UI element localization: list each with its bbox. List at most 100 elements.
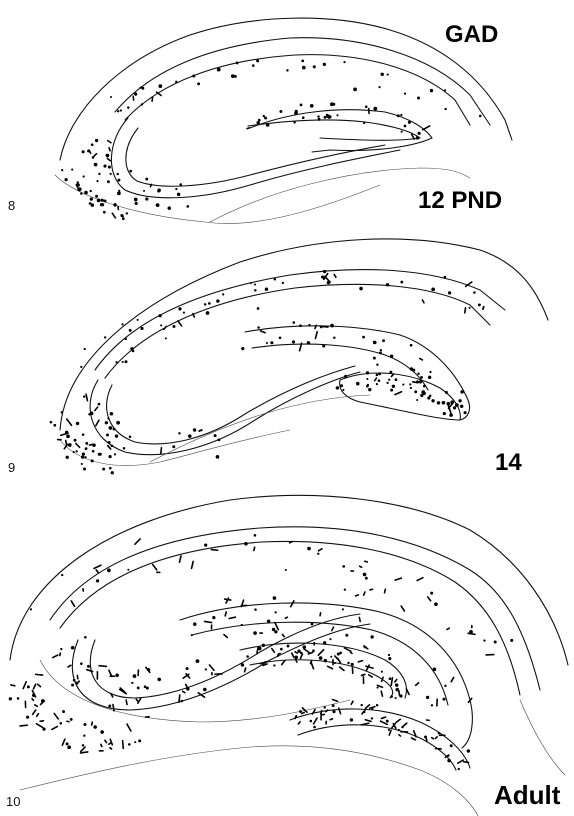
stained-cell	[302, 116, 305, 119]
stained-cell	[115, 361, 117, 363]
stained-cell	[157, 678, 161, 682]
stained-cell	[128, 743, 131, 746]
stained-cell	[225, 599, 231, 600]
stained-cell	[329, 638, 331, 640]
stained-cell	[40, 721, 43, 722]
stained-cell	[413, 382, 417, 383]
stained-cell	[38, 684, 41, 686]
stained-cell	[411, 738, 415, 740]
stained-cell	[300, 654, 302, 659]
stained-cell	[290, 542, 293, 543]
stained-cell	[76, 422, 79, 425]
stained-cell	[54, 713, 58, 719]
stained-cell	[366, 371, 369, 374]
stained-cell	[332, 710, 335, 713]
stained-cell	[66, 456, 69, 459]
stained-cell	[388, 729, 390, 731]
stained-cell	[200, 429, 202, 431]
stained-cell	[62, 710, 65, 713]
stained-cell	[103, 211, 106, 214]
stained-cell	[81, 747, 85, 751]
stained-cell	[445, 391, 448, 394]
stained-cell	[388, 379, 390, 381]
stained-cell	[108, 165, 111, 168]
stained-cell	[371, 707, 373, 709]
stained-cell	[302, 712, 304, 713]
stained-cell	[285, 569, 287, 571]
stained-cell	[9, 697, 12, 700]
stained-cell	[330, 719, 333, 720]
stained-cell	[216, 455, 220, 459]
stained-cell	[95, 139, 98, 142]
stained-cell	[61, 169, 63, 171]
stained-cell	[397, 114, 400, 117]
stained-cell	[204, 303, 207, 306]
panel-10-age-label: Adult	[494, 780, 561, 810]
stained-cell	[279, 110, 282, 113]
stained-cell	[447, 755, 449, 757]
stained-cell	[78, 680, 80, 682]
stained-cell	[71, 601, 74, 606]
stained-cell	[254, 534, 257, 537]
stained-cell	[365, 105, 368, 108]
stained-cell	[340, 384, 343, 387]
stained-cell	[420, 376, 423, 379]
panel-10-base-line	[20, 746, 478, 816]
stained-cell	[129, 436, 132, 439]
stained-cell	[444, 685, 446, 687]
stained-cell	[315, 332, 317, 339]
stained-cell	[382, 677, 384, 681]
stained-cell	[443, 412, 446, 415]
stained-cell	[77, 675, 78, 678]
stained-cell	[206, 311, 210, 315]
stained-cell	[53, 655, 58, 657]
stained-cell	[97, 199, 101, 203]
stained-cell	[428, 376, 431, 379]
stained-cell	[158, 84, 162, 88]
stained-cell	[426, 739, 427, 742]
stained-cell	[300, 652, 303, 655]
stained-cell	[229, 617, 235, 618]
stained-cell	[322, 344, 325, 347]
stained-cell	[467, 749, 470, 752]
stained-cell	[386, 382, 388, 384]
stained-cell	[431, 287, 435, 291]
stained-cell	[327, 281, 330, 284]
stained-cell	[110, 173, 112, 175]
stained-cell	[442, 698, 445, 701]
stained-cell	[35, 705, 38, 706]
stained-cell	[135, 539, 140, 544]
panel-10-ca-inner	[60, 541, 520, 695]
stained-cell	[183, 311, 185, 313]
stained-cell	[292, 340, 295, 343]
stained-cell	[398, 729, 400, 731]
stained-cell	[311, 623, 314, 626]
stained-cell	[273, 596, 277, 600]
stained-cell	[186, 667, 189, 670]
stained-cell	[389, 677, 392, 680]
stained-cell	[410, 344, 413, 347]
panel-9-hilus-loop	[90, 372, 360, 455]
stained-cell	[87, 670, 93, 672]
stained-cell	[98, 403, 101, 406]
stained-cell	[62, 739, 65, 745]
stained-cell	[418, 132, 421, 135]
stained-cell	[395, 680, 397, 682]
stained-cell	[390, 695, 393, 698]
stained-cell	[100, 730, 104, 734]
stained-cell	[479, 115, 482, 118]
stained-cell	[291, 601, 294, 607]
stained-cell	[36, 674, 43, 675]
stained-cell	[87, 149, 90, 152]
stained-cell	[107, 568, 111, 572]
stained-cell	[426, 696, 429, 699]
stained-cell	[107, 180, 110, 183]
stained-cell	[108, 446, 111, 450]
stained-cell	[386, 283, 389, 286]
stained-cell	[396, 719, 400, 722]
stained-cell	[20, 725, 27, 726]
stained-cell	[416, 136, 419, 139]
stained-cell	[376, 704, 378, 706]
stained-cell	[360, 566, 362, 567]
